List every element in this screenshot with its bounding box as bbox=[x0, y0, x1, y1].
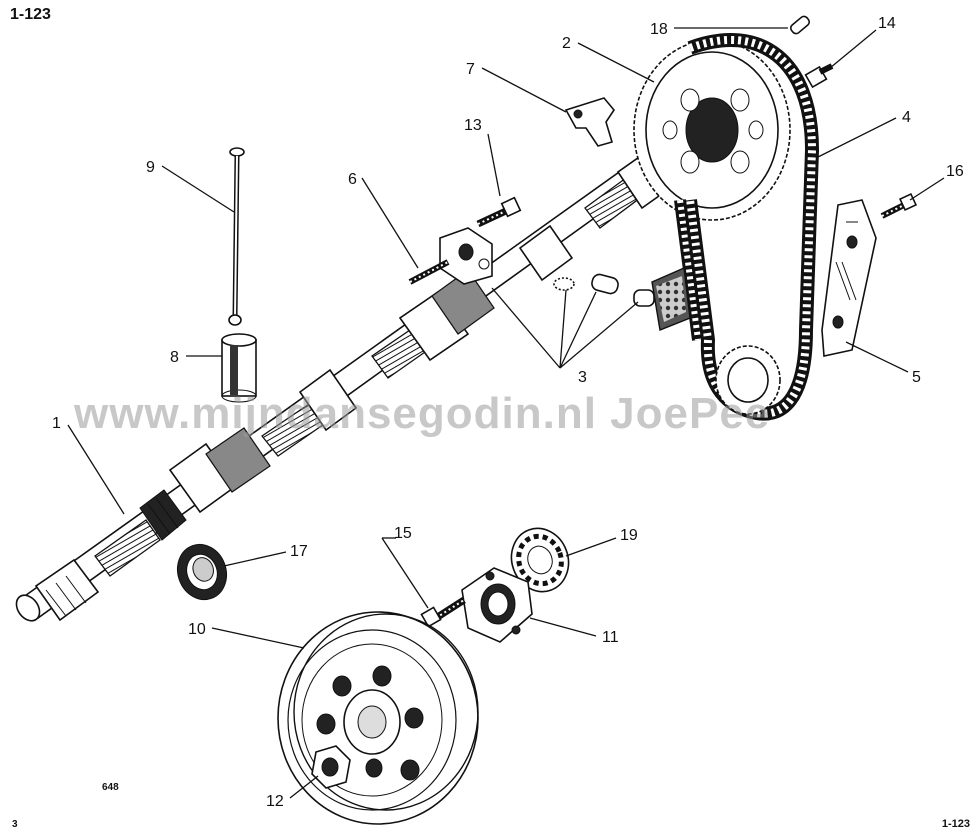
callout-10: 10 bbox=[188, 621, 206, 638]
callout-9: 9 bbox=[146, 159, 155, 176]
cam-followers bbox=[553, 266, 691, 331]
timing-chain bbox=[674, 33, 820, 421]
callout-1: 1 bbox=[52, 415, 61, 432]
camshaft-front-end bbox=[15, 594, 41, 622]
callout-2: 2 bbox=[562, 35, 571, 52]
page-number: 3 bbox=[12, 819, 18, 830]
callout-3: 3 bbox=[578, 369, 587, 386]
pulley bbox=[277, 611, 479, 825]
callout-19: 19 bbox=[620, 527, 638, 544]
ball-bearing bbox=[510, 527, 570, 593]
callout-16: 16 bbox=[946, 163, 964, 180]
drawing-code: 648 bbox=[102, 782, 119, 793]
bearing-housing bbox=[461, 567, 533, 643]
push-rod bbox=[228, 147, 245, 326]
callout-11: 11 bbox=[602, 629, 619, 646]
callout-12: 12 bbox=[266, 793, 284, 810]
fork-plate bbox=[564, 97, 615, 147]
camshaft-lobes bbox=[168, 224, 574, 514]
callout-15: 15 bbox=[394, 525, 412, 542]
callouts: 1 2 3 4 5 6 7 8 9 10 11 12 bbox=[52, 15, 964, 810]
callout-4: 4 bbox=[902, 109, 911, 126]
callout-17: 17 bbox=[290, 543, 308, 560]
reference-top-left: 1-123 bbox=[10, 6, 51, 23]
camshaft-sprocket bbox=[633, 39, 791, 221]
chain-guide bbox=[821, 199, 877, 357]
reference-bottom-right: 1-123 bbox=[941, 818, 970, 830]
bolt-16 bbox=[880, 192, 918, 219]
bracket-bolt bbox=[408, 227, 493, 285]
callout-6: 6 bbox=[348, 171, 357, 188]
callout-18: 18 bbox=[650, 21, 668, 38]
pulley-nut-12 bbox=[311, 745, 351, 789]
camshaft-journal-front bbox=[94, 519, 161, 577]
follower-spring bbox=[553, 277, 575, 291]
dowel-pin-18 bbox=[789, 15, 811, 35]
camshaft bbox=[15, 121, 713, 622]
callout-13: 13 bbox=[464, 117, 482, 134]
oil-seal bbox=[176, 543, 228, 601]
bolt-13 bbox=[476, 196, 522, 228]
bolt-14 bbox=[804, 63, 834, 89]
watermark-text: www.mijndansegodin.nl JoePee bbox=[73, 389, 770, 438]
push-rod-sleeve bbox=[221, 333, 257, 403]
callout-14: 14 bbox=[878, 15, 896, 32]
camshaft-drive-gear bbox=[139, 489, 187, 541]
callout-8: 8 bbox=[170, 349, 179, 366]
callout-7: 7 bbox=[466, 61, 475, 78]
screw-15 bbox=[420, 597, 466, 628]
callout-5: 5 bbox=[912, 369, 921, 386]
